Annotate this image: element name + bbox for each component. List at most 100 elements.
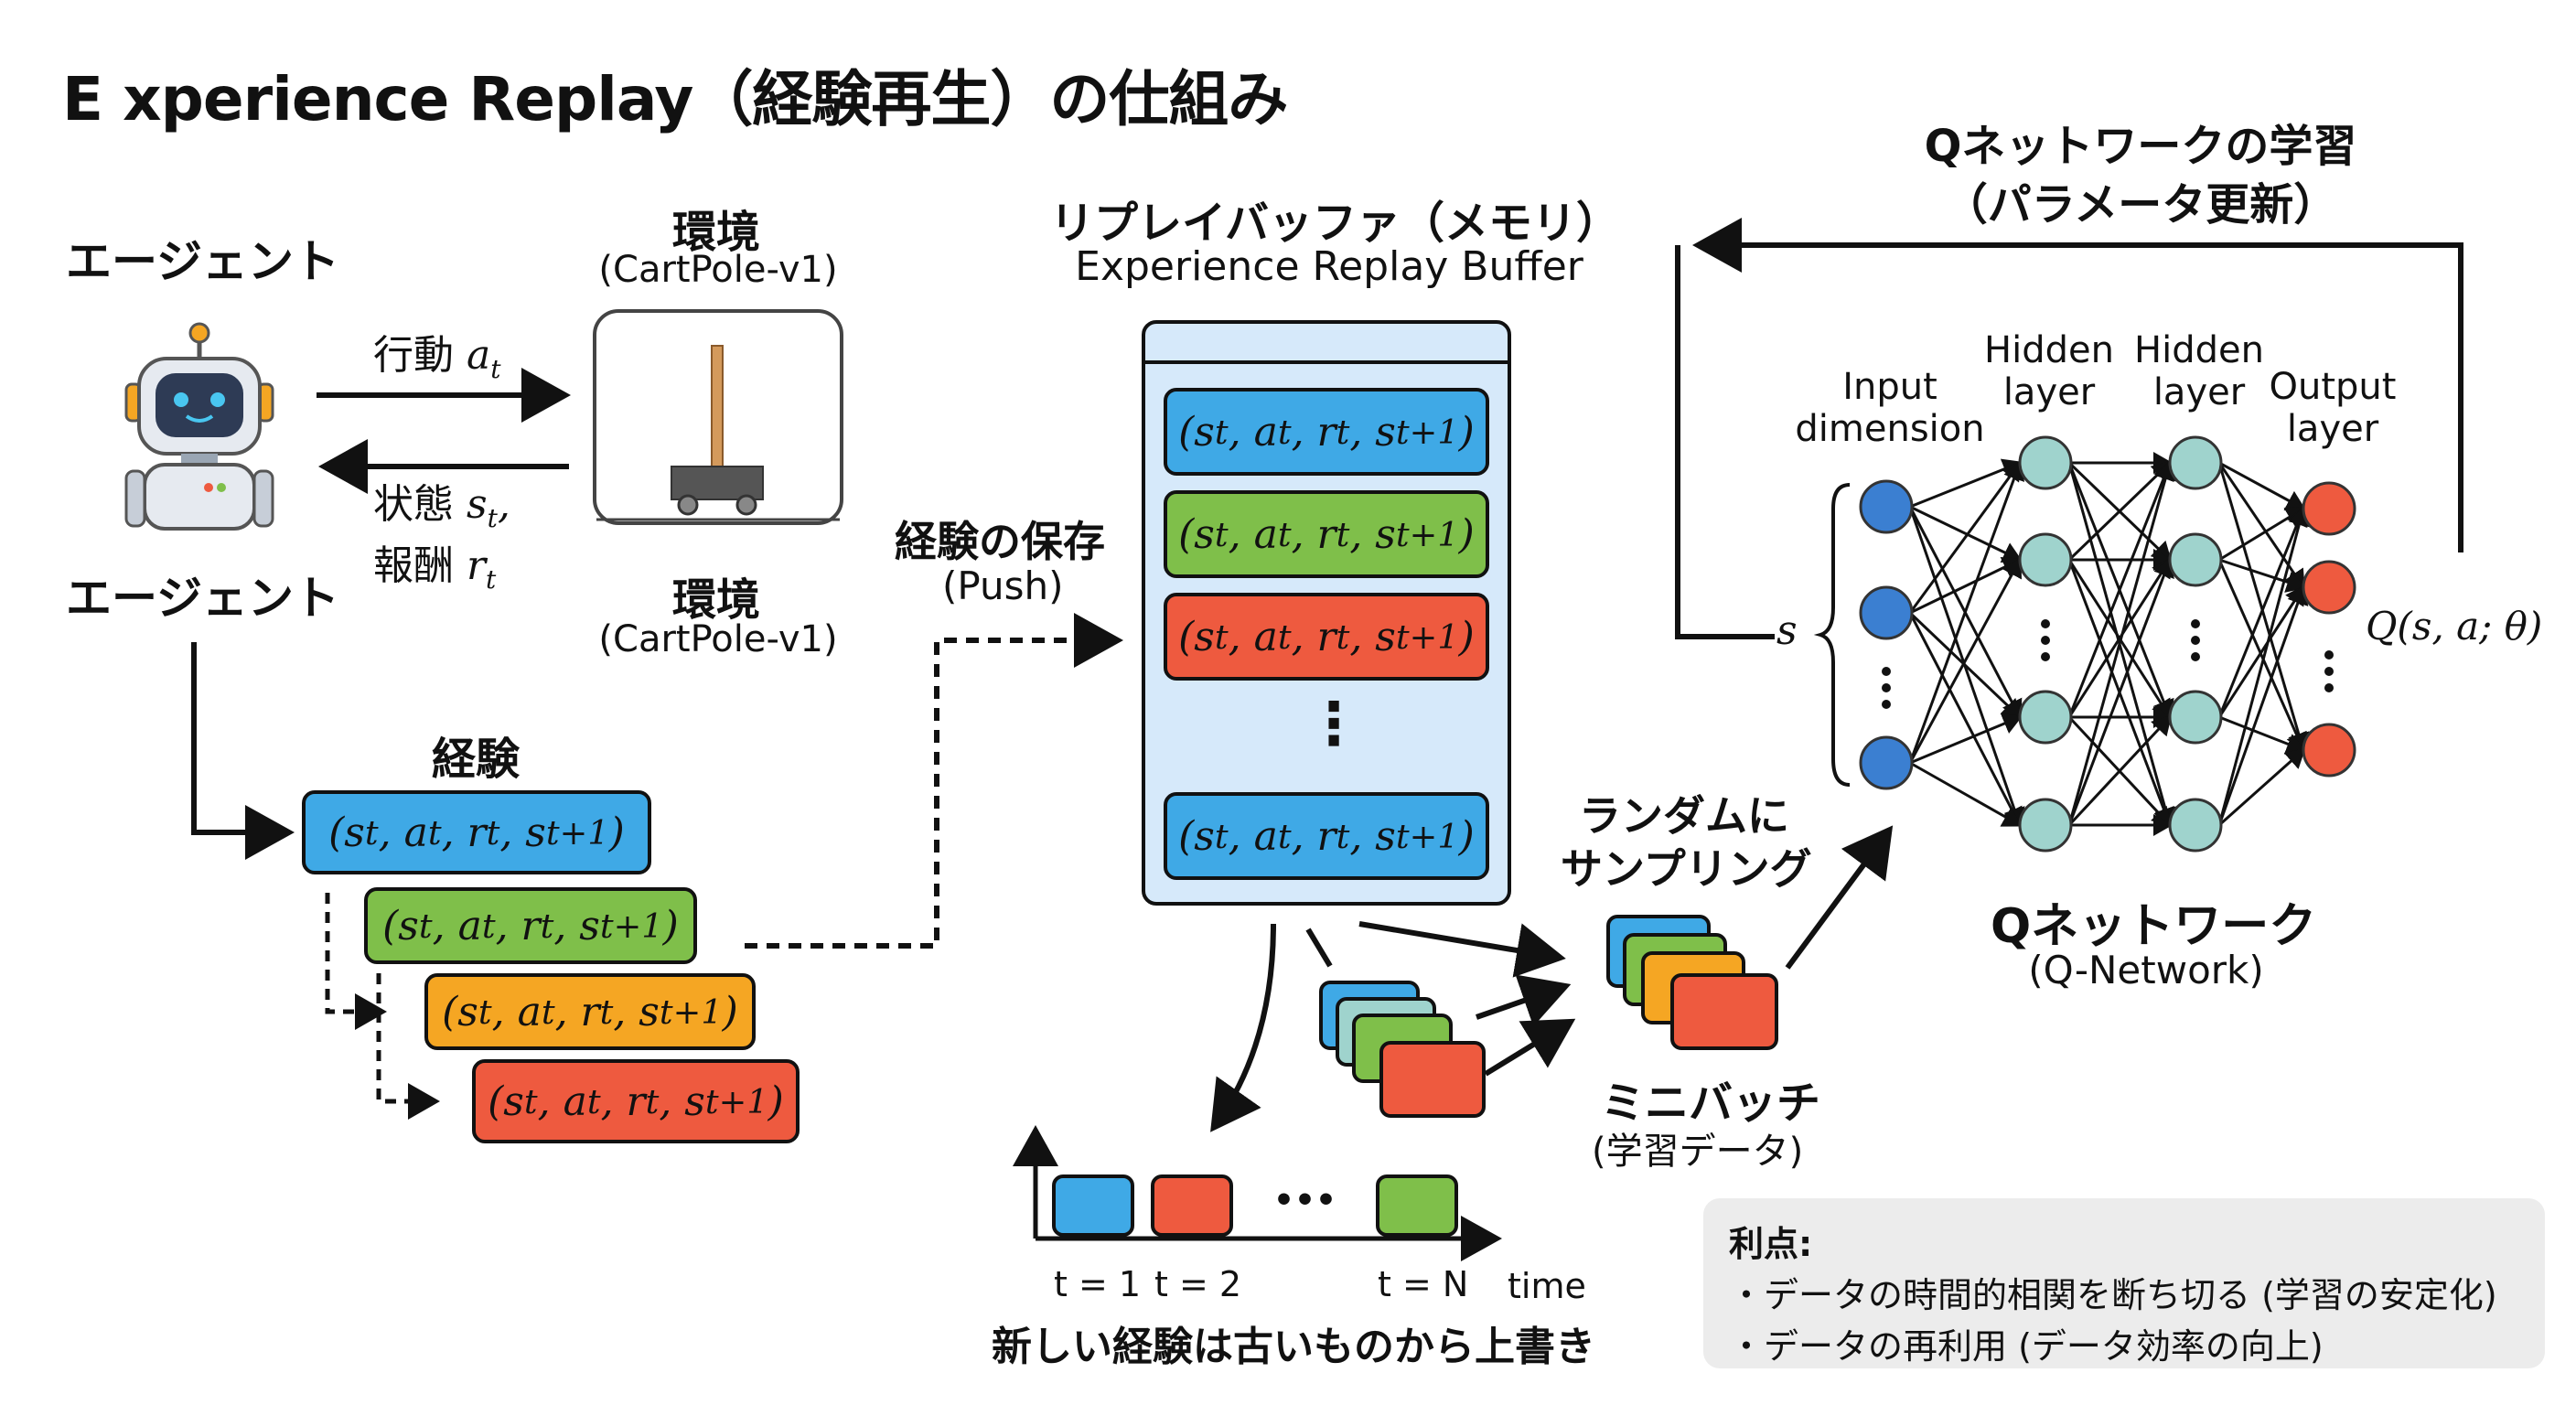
overwrite-arrow — [1210, 923, 1276, 1132]
stack-connector-2 — [376, 973, 440, 1120]
update-loop-arrow-left — [1675, 245, 1775, 639]
network-edge — [2218, 748, 2306, 827]
network-edge — [2217, 506, 2310, 826]
network-edge — [2067, 460, 2173, 562]
network-edge — [1908, 612, 2023, 828]
qupdate-line2: （パラメータ更新） — [1943, 179, 2338, 231]
input-node — [1859, 735, 1914, 790]
sampling-line2: サンプリング — [1561, 844, 1812, 894]
hidden2-node — [2168, 690, 2223, 745]
action-symbol: at — [467, 332, 501, 384]
env-sub-bottom: (CartPole-v1) — [598, 618, 838, 660]
timeline-t1: t = 1 — [1054, 1264, 1142, 1304]
output-node — [2302, 481, 2356, 536]
network-edge — [1908, 557, 2022, 764]
network-edge — [2067, 557, 2174, 826]
network-edge — [1908, 611, 2023, 720]
stack-connector-1 — [325, 893, 387, 1030]
network-edge — [1908, 460, 2025, 764]
network-edge — [1909, 713, 2023, 765]
env-title-bottom: 環境 — [672, 574, 761, 626]
experience-label: 経験 — [432, 734, 521, 785]
reward-symbol: rt — [467, 542, 497, 595]
output-node — [2302, 560, 2356, 615]
network-edge — [2218, 558, 2306, 593]
input-node — [1859, 585, 1914, 640]
input-node — [1859, 479, 1914, 534]
benefit-item-2: ・データの再利用 (データ効率の向上) — [1729, 1326, 2324, 1367]
benefits-note: 利点: ・データの時間的相関を断ち切る (学習の安定化) ・データの再利用 (デ… — [1703, 1198, 2545, 1368]
minibatch-to-network-arrow — [1785, 825, 1894, 970]
env-sub-top: (CartPole-v1) — [598, 249, 838, 291]
push-label: 経験の保存 — [895, 517, 1105, 566]
hidden1-ellipsis-dot — [2041, 619, 2050, 628]
network-edge — [2067, 714, 2173, 827]
timeline-card-tN — [1376, 1174, 1458, 1237]
benefit-item-1: ・データの時間的相関を断ち切る (学習の安定化) — [1729, 1275, 2497, 1315]
output-node — [2302, 723, 2356, 778]
hidden2-node — [2168, 798, 2223, 853]
sample-line — [1305, 928, 1333, 968]
sample-arrow-2 — [1476, 974, 1572, 1027]
hidden1-node — [2018, 690, 2073, 745]
push-arrow — [745, 613, 1123, 949]
hidden1-node — [2018, 532, 2073, 587]
update-loop-arrow-top — [1692, 218, 2463, 552]
hidden2-ellipsis-dot — [2191, 619, 2200, 628]
hidden1-layer-label: Hidden layer — [1984, 329, 2114, 413]
timeline-caption: 新しい経験は古いものから上書き — [992, 1324, 1595, 1370]
network-edge — [1909, 761, 2023, 827]
hidden2-layer-label: Hidden layer — [2134, 329, 2264, 413]
network-edge — [2217, 559, 2307, 753]
timeline-card-t1 — [1052, 1174, 1134, 1237]
env-title-top: 環境 — [672, 207, 761, 258]
timeline-axis-label: time — [1508, 1266, 1586, 1306]
network-edge — [1909, 505, 2023, 563]
sample-arrow-1 — [1358, 921, 1566, 978]
input-layer-label: Input dimension — [1795, 366, 1985, 450]
hidden2-ellipsis-dot — [2191, 636, 2200, 645]
qnetwork-name: Qネットワーク — [1991, 899, 2317, 954]
network-edge — [2217, 506, 2308, 718]
agent-to-experience-arrow — [191, 642, 295, 860]
network-edge — [2218, 715, 2306, 755]
input-ellipsis-dot — [1882, 683, 1891, 692]
network-edge — [2217, 585, 2305, 718]
cartpole-icon — [593, 309, 843, 525]
input-ellipsis-dot — [1882, 667, 1891, 676]
timeline-dots: ••• — [1273, 1182, 1337, 1219]
replay-buffer-header — [1142, 320, 1511, 364]
minibatch-sub: (学習データ) — [1592, 1131, 1804, 1173]
agent-label-bottom: エージェント — [66, 572, 339, 625]
timeline-tN: t = N — [1378, 1264, 1469, 1304]
benefits-title: 利点: — [1729, 1224, 1813, 1264]
input-symbol: s — [1776, 607, 1798, 654]
output-ellipsis-dot — [2324, 650, 2334, 660]
network-edge — [2067, 557, 2172, 718]
output-symbol: Q(s, a; θ) — [2366, 604, 2543, 649]
agent-label-top: エージェント — [66, 235, 339, 288]
minibatch-card-red — [1670, 973, 1778, 1050]
hidden1-node — [2018, 798, 2073, 853]
hidden1-ellipsis-dot — [2041, 652, 2050, 661]
push-sub: (Push) — [942, 563, 1064, 608]
timeline-t2: t = 2 — [1154, 1264, 1242, 1304]
network-edge — [1908, 460, 2022, 614]
page-title: E xperience Replay（経験再生）の仕組み — [62, 64, 1288, 134]
network-edge — [2217, 462, 2310, 753]
network-edge — [2218, 461, 2306, 510]
hidden1-ellipsis-dot — [2041, 636, 2050, 645]
timeline-card-t2 — [1151, 1174, 1233, 1237]
network-edges — [1908, 452, 2310, 836]
network-edge — [2067, 460, 2176, 826]
hidden1-node — [2018, 435, 2073, 490]
hidden2-ellipsis-dot — [2191, 652, 2200, 661]
qupdate-line1: Qネットワークの学習 — [1924, 121, 2357, 172]
network-edge — [2067, 460, 2174, 718]
input-ellipsis-dot — [1882, 700, 1891, 709]
